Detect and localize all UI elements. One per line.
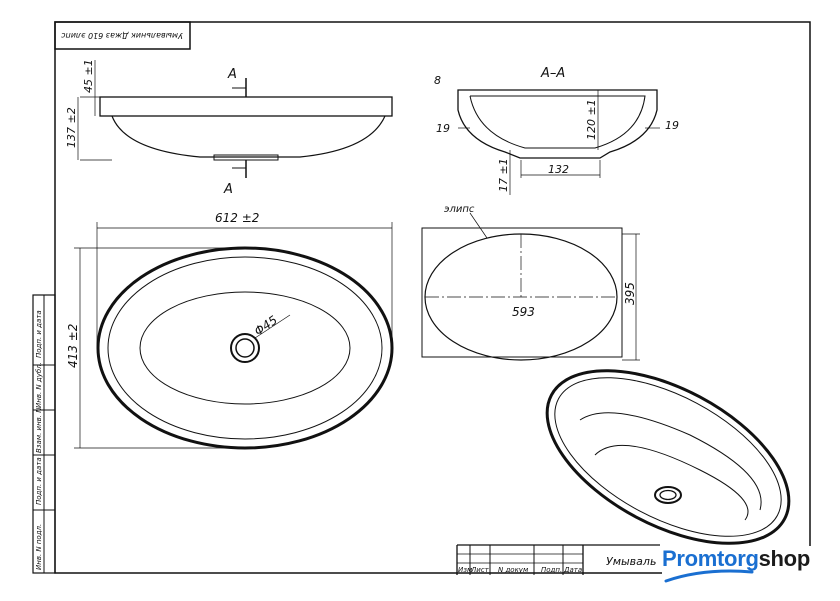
title-name: Умываль [606,555,656,568]
title-box [54,21,191,50]
title-col: Подп. [541,566,562,574]
cut-label-bottom: A [223,182,233,197]
dim-drain-diam: Φ45 [252,313,280,339]
isometric-view [545,369,791,545]
logo-part2: shop [758,546,811,571]
plan-view: 612 ±2 413 ±2 Φ45 [66,211,394,450]
dim-ellipse-major: 593 [512,305,535,319]
dim-wall-left: 19 [436,122,450,135]
stamp-label: Подп. и дата [35,310,43,358]
section-view: A–A 8 19 19 120 ±1 132 17 ±1 [434,66,679,195]
cut-label-top: A [227,67,237,82]
side-stamps: Подп. и дата Инв. N дубл. Взам. инв. N П… [32,294,56,574]
stamp-label: Подп. и дата [35,457,43,505]
ellipse-diagram: элипс 593 395 [421,204,640,361]
dim-bottom: 17 ±1 [497,158,510,192]
side-view: A A 45 ±1 137 ±2 [65,59,393,197]
dim-length: 413 ±2 [66,324,80,368]
dim-rim: 8 [434,74,441,87]
stamp-label: Взам. инв. N [35,407,43,453]
stamp-label: Инв. N дубл. [35,362,43,408]
drawing-frame [54,21,811,574]
logo-part1: Promtorg [662,546,759,571]
section-label: A–A [540,66,565,81]
title-col: N докум [498,566,529,574]
dim-total-height: 137 ±2 [65,107,78,148]
title-block: Изм Лист N докум Подп. Дата Умываль [456,544,660,575]
title-col: Дата [563,566,582,574]
title-col: Изм [458,566,473,574]
title-col: Лист [470,566,490,574]
dim-ellipse-minor: 395 [623,282,637,305]
stamp-label: Инв. N подл. [35,524,43,570]
logo-swoosh-icon [664,569,754,583]
dim-wall-right: 19 [665,119,679,132]
dim-depth: 120 ±1 [585,99,598,140]
dim-top-height: 45 ±1 [82,59,95,93]
title-box-text: Умывальник Джаз 610 элипс [61,31,183,40]
promtorgshop-logo: Promtorgshop [662,546,812,586]
dim-drain-width: 132 [548,163,569,176]
dim-width: 612 ±2 [215,211,259,225]
ellipse-label: элипс [444,204,475,215]
